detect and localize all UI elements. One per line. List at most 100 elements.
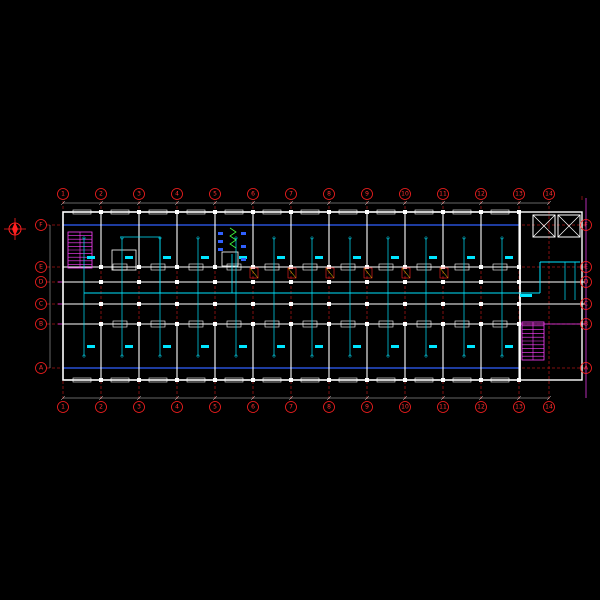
structural-column xyxy=(441,322,445,326)
structural-column xyxy=(251,378,255,382)
axis-bubble: A xyxy=(35,362,47,374)
axis-bubble-label: F xyxy=(39,222,43,229)
dimension-tick xyxy=(478,200,484,206)
axis-bubble-circle xyxy=(95,401,107,413)
dimension-tick xyxy=(546,395,552,401)
axis-bubble: 5 xyxy=(209,188,221,200)
axis-bubble: 10 xyxy=(399,401,411,413)
structural-column xyxy=(327,210,331,214)
terminal-unit xyxy=(353,256,361,259)
structural-column xyxy=(99,378,103,382)
window xyxy=(224,377,244,383)
door-opening xyxy=(378,263,394,271)
axis-bubble: 3 xyxy=(133,188,145,200)
pipe-riser xyxy=(462,236,466,240)
structural-column xyxy=(441,302,445,306)
axis-bubble: 12 xyxy=(475,188,487,200)
terminal-unit xyxy=(391,256,399,259)
axis-bubble-label: 6 xyxy=(251,404,255,411)
axis-bubble-circle xyxy=(35,318,47,330)
wall-layer xyxy=(62,209,585,383)
structural-column xyxy=(213,378,217,382)
window xyxy=(110,377,130,383)
door-opening xyxy=(150,320,166,328)
terminal-unit xyxy=(163,345,171,348)
axis-bubble-circle xyxy=(247,401,259,413)
axis-bubble-circle xyxy=(475,188,487,200)
dimension-tick xyxy=(174,395,180,401)
structural-column xyxy=(213,280,217,284)
axis-bubble-label: 7 xyxy=(289,404,293,411)
structural-column xyxy=(365,302,369,306)
structural-column xyxy=(137,210,141,214)
structural-column xyxy=(327,280,331,284)
door-opening xyxy=(264,263,280,271)
window xyxy=(414,377,434,383)
structural-column xyxy=(289,322,293,326)
terminal-unit xyxy=(125,256,133,259)
pipe-riser xyxy=(120,354,124,358)
dimension-tick xyxy=(98,200,104,206)
structural-column xyxy=(479,378,483,382)
structural-column xyxy=(251,302,255,306)
structural-column xyxy=(327,378,331,382)
axis-bubble-label: 12 xyxy=(477,191,485,198)
axis-bubble-circle xyxy=(209,188,221,200)
structural-column xyxy=(517,280,521,284)
toilet-fixture xyxy=(229,227,237,249)
valve-marker-diag xyxy=(325,267,335,279)
axis-bubble-circle xyxy=(323,401,335,413)
structural-column xyxy=(441,280,445,284)
axis-bubble-label: 14 xyxy=(545,404,553,411)
structural-column xyxy=(365,280,369,284)
structural-column xyxy=(251,322,255,326)
dimension-tick xyxy=(402,200,408,206)
structural-column xyxy=(175,210,179,214)
pipe-riser xyxy=(234,354,238,358)
dimension-tick xyxy=(546,200,552,206)
structural-column xyxy=(441,378,445,382)
structural-column xyxy=(327,302,331,306)
structural-column xyxy=(213,210,217,214)
axis-bubble-label: 2 xyxy=(99,404,103,411)
structural-column xyxy=(213,322,217,326)
dimension-tick xyxy=(326,395,332,401)
axis-bubble-circle xyxy=(209,401,221,413)
elevator-cross xyxy=(557,214,581,238)
structural-column xyxy=(99,322,103,326)
terminal-unit xyxy=(315,256,323,259)
structural-column xyxy=(479,280,483,284)
structural-column xyxy=(517,378,521,382)
axis-bubble: 8 xyxy=(323,188,335,200)
pipe-riser xyxy=(500,354,504,358)
axis-bubble-circle xyxy=(323,188,335,200)
structural-column xyxy=(441,265,445,269)
dimension-tick xyxy=(212,200,218,206)
structural-column xyxy=(479,302,483,306)
axis-bubble-label: A xyxy=(584,365,589,372)
sanitary-fixture xyxy=(241,258,246,261)
axis-bubble: 6 xyxy=(247,188,259,200)
axis-bubble: 14 xyxy=(543,188,555,200)
window xyxy=(452,377,472,383)
axis-bubble-label: 13 xyxy=(515,191,523,198)
terminal-unit xyxy=(87,345,95,348)
axis-bubble: C xyxy=(35,298,47,310)
axis-bubble: A xyxy=(580,362,592,374)
structural-column xyxy=(137,280,141,284)
pipe-riser xyxy=(348,354,352,358)
pipe-riser xyxy=(272,354,276,358)
door-opening xyxy=(226,263,242,271)
dimension-tick xyxy=(288,200,294,206)
axis-bubble-circle xyxy=(285,401,297,413)
pipe-riser xyxy=(310,236,314,240)
pipe-riser xyxy=(196,236,200,240)
structural-column xyxy=(403,302,407,306)
door-opening xyxy=(378,320,394,328)
pipe-riser xyxy=(272,236,276,240)
structural-column xyxy=(175,322,179,326)
axis-bubble-label: 8 xyxy=(327,404,331,411)
valve-marker-diag xyxy=(363,267,373,279)
window xyxy=(300,209,320,215)
